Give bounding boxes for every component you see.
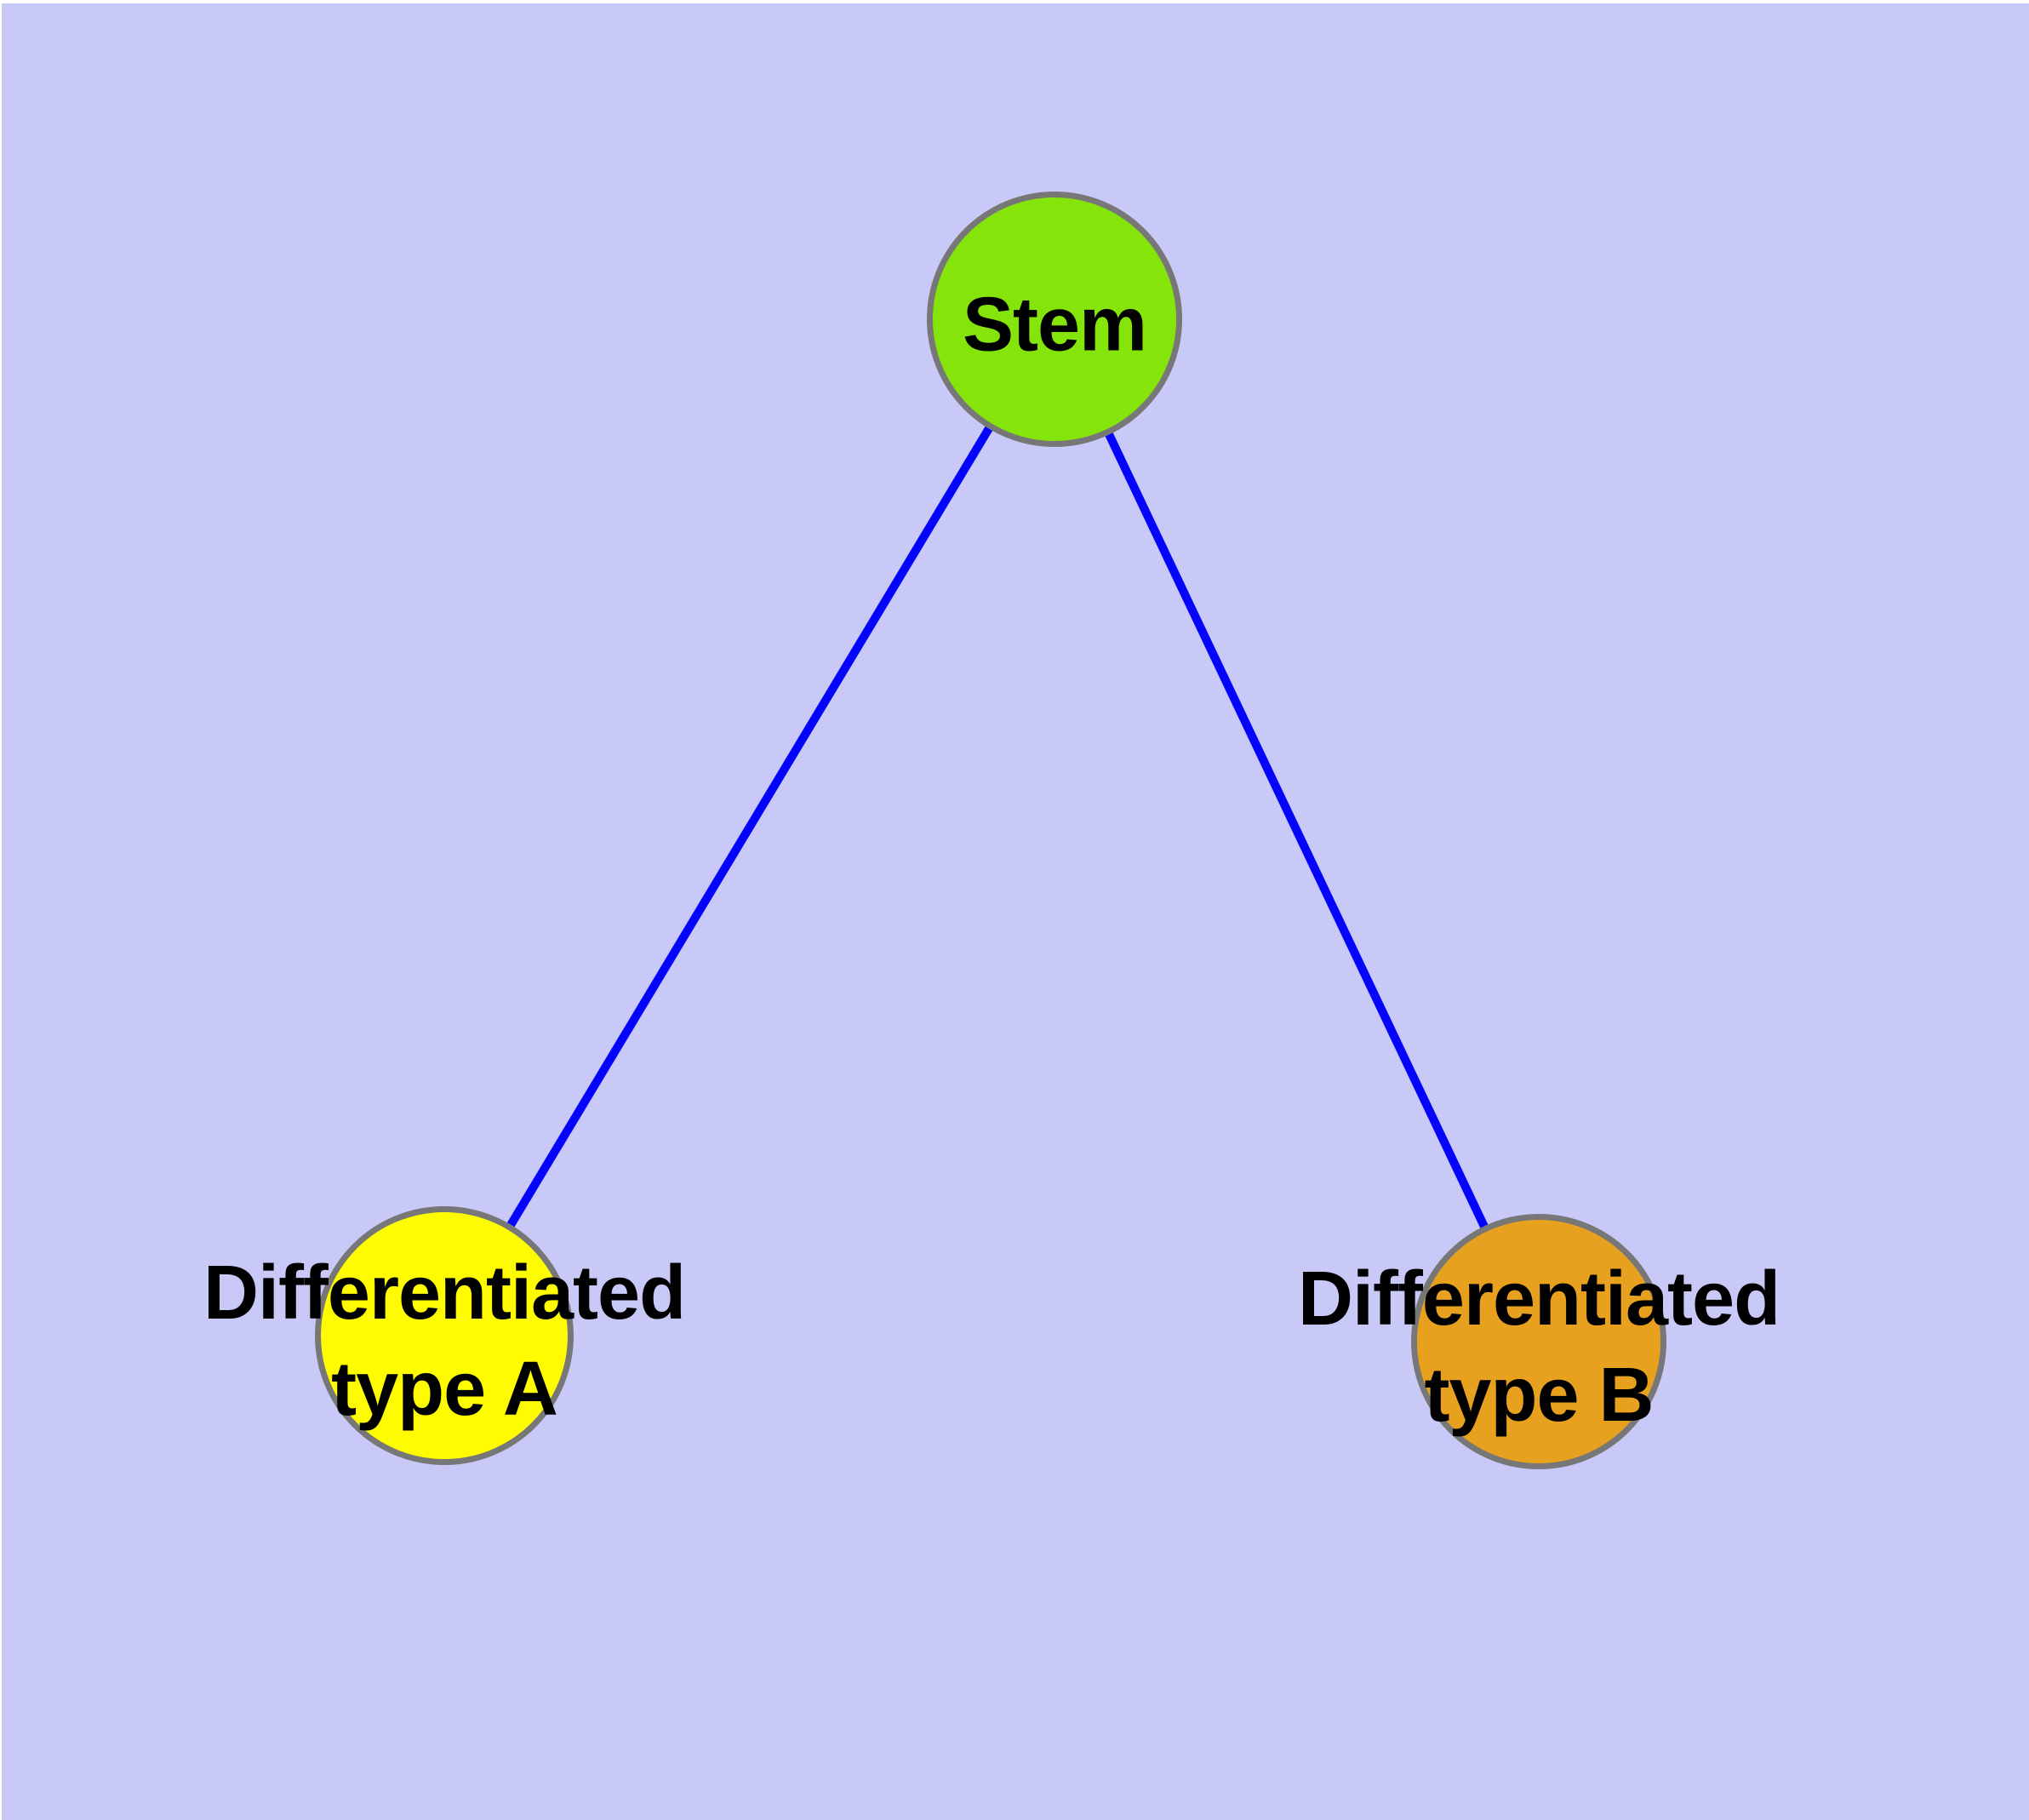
node-stem: Stem <box>927 192 1182 447</box>
edges-layer <box>440 317 1543 1344</box>
edge-stem-to-type-a <box>440 317 1059 1338</box>
node-differentiated-type-b-label: Differentiated type B <box>1297 1256 1780 1438</box>
node-differentiated-type-b: Differentiated type B <box>1298 1214 1780 1469</box>
node-differentiated-type-a: Differentiated type A <box>203 1206 686 1465</box>
diagram-canvas: Stem Differentiated type A Differentiate… <box>2 3 2029 1820</box>
edge-stem-to-type-b <box>1050 317 1543 1344</box>
node-stem-label: Stem <box>962 282 1147 368</box>
node-differentiated-type-a-label: Differentiated type A <box>203 1251 686 1432</box>
